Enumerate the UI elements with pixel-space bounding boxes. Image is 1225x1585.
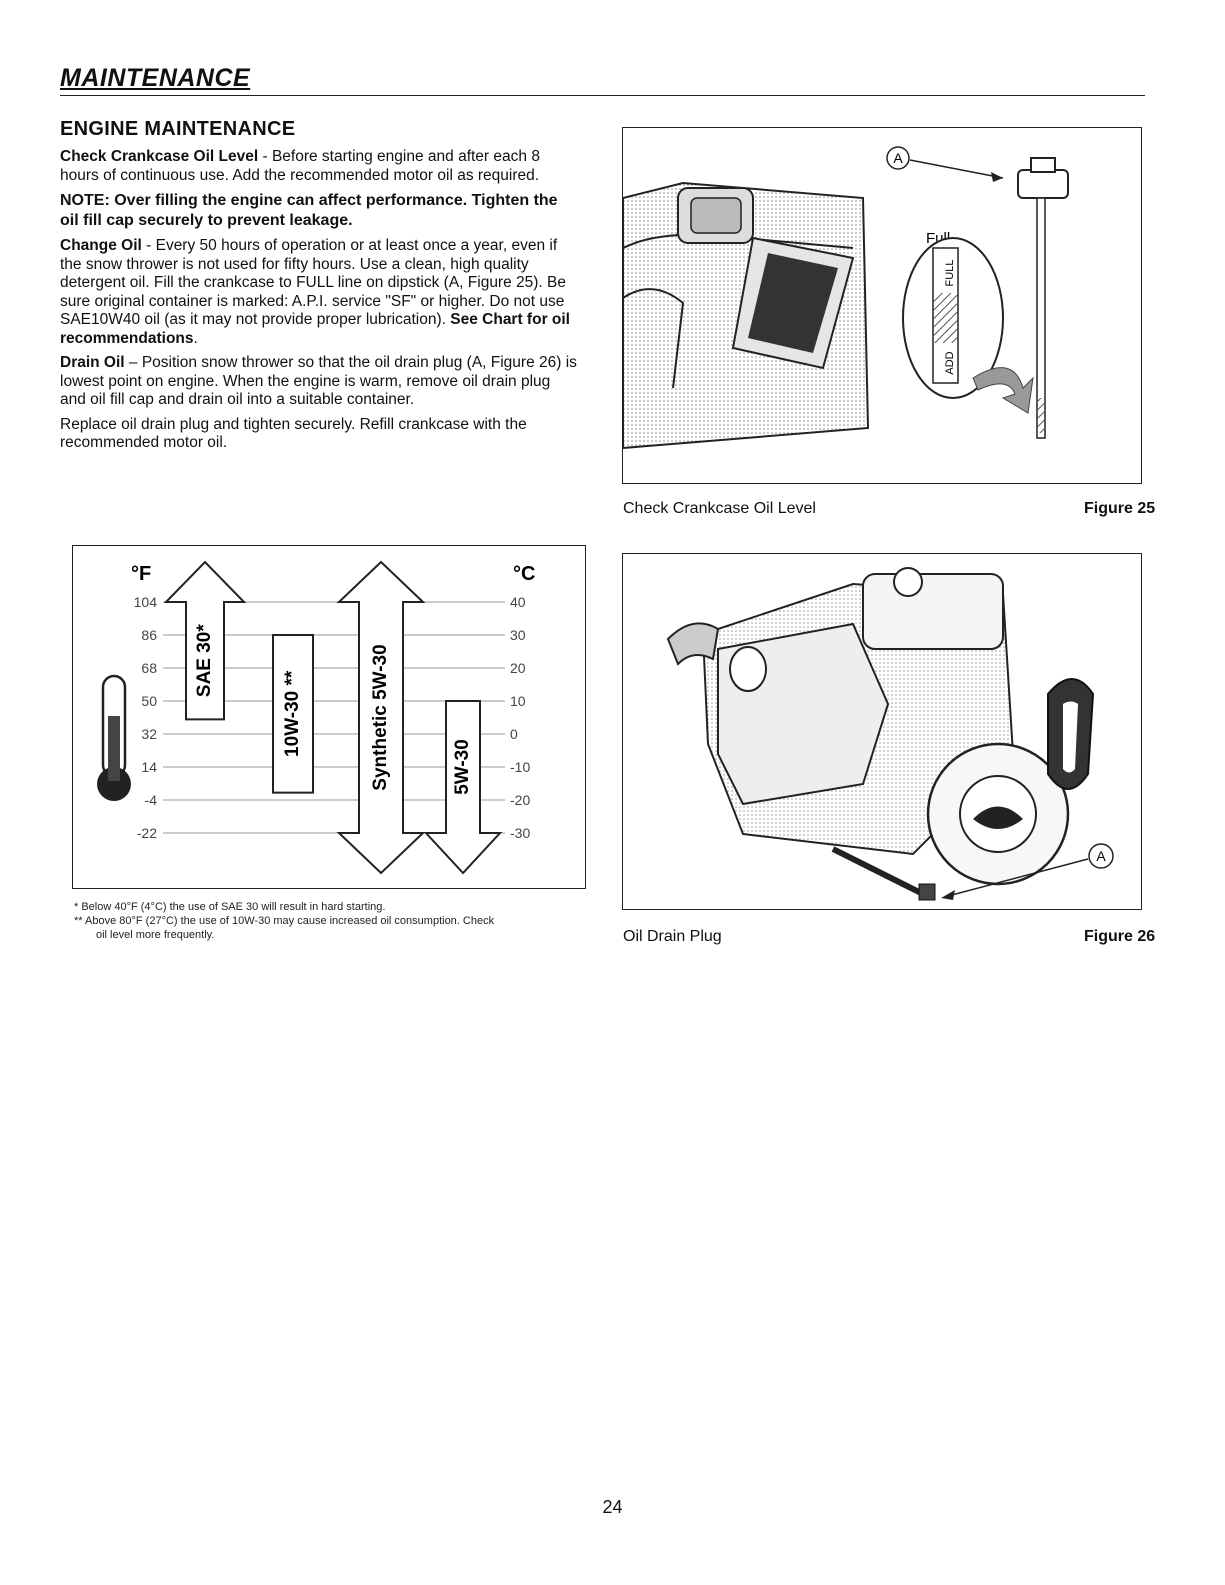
footnote-sae30: * Below 40°F (4°C) the use of SAE 30 wil…	[74, 901, 386, 913]
check-oil-paragraph: Check Crankcase Oil Level - Before start…	[60, 148, 580, 185]
footnote-10w30: ** Above 80°F (27°C) the use of 10W-30 m…	[74, 915, 495, 927]
dipstick-illustration: A Full FULL ADD	[623, 146, 1069, 450]
check-oil-text: - Before starting engine and after each …	[60, 148, 540, 184]
left-column: ENGINE MAINTENANCE Check Crankcase Oil L…	[60, 118, 580, 459]
oil-grade-range	[272, 634, 314, 794]
oil-chart-svg: °F °C 104 40 86 30 68 20 50 10 32 0 14 -10 -4 -20 -22 -…	[97, 560, 535, 875]
header-rule	[60, 95, 1145, 96]
drain-oil-text: – Position snow thrower so that the oil …	[60, 354, 577, 408]
celsius-unit-label: °C	[513, 563, 535, 585]
chart-footnotes: * Below 40°F (4°C) the use of SAE 30 wil…	[74, 900, 584, 942]
section-title: MAINTENANCE	[60, 64, 251, 92]
celsius-tick-label: -20	[510, 792, 530, 808]
change-oil-lead: Change Oil	[60, 237, 142, 254]
figure-26-image: A	[622, 553, 1142, 910]
celsius-tick-label: 30	[510, 627, 526, 643]
oil-grade-label: SAE 30*	[194, 624, 215, 697]
check-oil-lead: Check Crankcase Oil Level	[60, 148, 259, 165]
fig25-callout-a: A	[893, 150, 903, 166]
fahrenheit-tick-label: -4	[145, 792, 158, 808]
celsius-tick-label: -30	[510, 825, 530, 841]
celsius-tick-label: 40	[510, 594, 526, 610]
dipstick-full-mark: FULL	[944, 260, 956, 287]
fahrenheit-tick-label: 14	[141, 759, 157, 775]
oil-grade-range	[163, 560, 247, 721]
thermometer-icon	[97, 674, 131, 801]
see-chart-link-text: See Chart for oil recommendations	[60, 311, 570, 347]
change-oil-text: - Every 50 hours of operation or at leas…	[60, 237, 566, 328]
oil-grade-range	[423, 700, 503, 875]
oil-grade-range	[336, 560, 426, 875]
fig26-callout-a: A	[1096, 848, 1106, 864]
oil-grade-label: 5W-30	[452, 739, 473, 795]
fahrenheit-tick-label: 50	[141, 693, 157, 709]
replace-plug-paragraph: Replace oil drain plug and tighten secur…	[60, 415, 527, 452]
fahrenheit-tick-label: 32	[141, 726, 157, 742]
change-oil-end: .	[193, 329, 198, 347]
engine-maintenance-heading: ENGINE MAINTENANCE	[60, 118, 296, 140]
figure-26-label: Figure 26	[1084, 928, 1156, 945]
fahrenheit-unit-label: °F	[131, 563, 151, 585]
oil-viscosity-chart: °F °C 104 40 86 30 68 20 50 10 32 0 14 -10 -4 -20 -22 -…	[72, 545, 586, 889]
footnote-10w30-cont: oil level more frequently.	[96, 929, 215, 941]
change-oil-paragraph: Change Oil - Every 50 hours of operation…	[60, 237, 580, 348]
overfill-note: NOTE: Over filling the engine can affect…	[60, 192, 558, 229]
celsius-tick-label: -10	[510, 759, 530, 775]
fahrenheit-tick-label: 68	[141, 660, 157, 676]
drain-oil-paragraph: Drain Oil – Position snow thrower so tha…	[60, 354, 580, 410]
oil-grade-label: Synthetic 5W-30	[370, 644, 391, 790]
figure-25-label: Figure 25	[1084, 500, 1156, 517]
celsius-tick-label: 0	[510, 726, 518, 742]
figure-26-caption: Oil Drain Plug	[623, 928, 722, 945]
oil-grade-label: 10W-30 **	[282, 670, 303, 757]
drain-oil-lead: Drain Oil	[60, 354, 125, 371]
celsius-tick-label: 10	[510, 693, 526, 709]
dipstick-add-mark: ADD	[944, 351, 956, 374]
celsius-tick-label: 20	[510, 660, 526, 676]
fahrenheit-tick-label: -22	[137, 825, 157, 841]
engine-illustration: A	[666, 567, 1114, 901]
figure-25-caption: Check Crankcase Oil Level	[623, 500, 816, 517]
page-number: 24	[602, 1497, 623, 1517]
fahrenheit-tick-label: 104	[134, 594, 158, 610]
figure-25-image: A Full FULL ADD	[622, 127, 1142, 484]
fahrenheit-tick-label: 86	[141, 627, 157, 643]
